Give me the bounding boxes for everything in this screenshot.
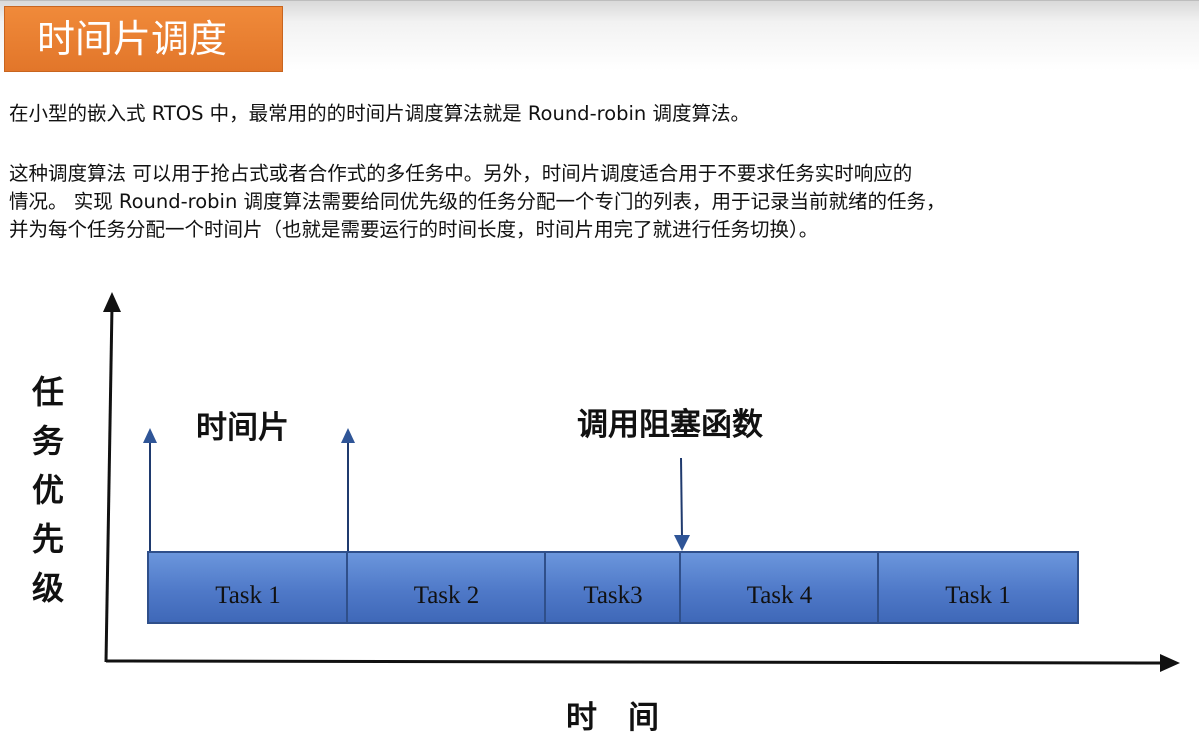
y-axis-char: 务 xyxy=(31,422,64,460)
slide-title: 时间片调度 xyxy=(4,6,283,72)
body-line-3: 并为每个任务分配一个时间片（也就是需要运行的时间长度，时间片用完了就进行任务切换… xyxy=(9,218,819,241)
y-axis-char: 任 xyxy=(31,373,64,411)
task-block-2: Task 2 xyxy=(346,551,547,624)
y-axis-label: 任 务 优 先 级 xyxy=(28,368,68,613)
y-axis-arrowhead xyxy=(103,292,121,312)
y-axis-char: 先 xyxy=(31,520,64,558)
y-axis-char: 优 xyxy=(31,471,64,509)
time-slice-arrowhead-1 xyxy=(143,428,157,443)
task-block-5: Task 1 xyxy=(877,551,1079,624)
body-line-1: 这种调度算法 可以用于抢占式或者合作式的多任务中。另外，时间片调度适合用于不要求… xyxy=(9,162,913,185)
y-axis-line xyxy=(104,305,114,663)
x-axis-line xyxy=(105,659,1164,665)
task-block-3: Task3 xyxy=(544,551,682,624)
blocking-call-arrowhead xyxy=(674,535,690,551)
time-slice-label: 时间片 xyxy=(196,410,289,446)
intro-paragraph: 在小型的嵌入式 RTOS 中，最常用的的时间片调度算法就是 Round-robi… xyxy=(9,102,750,125)
blocking-call-arrow xyxy=(680,457,683,539)
x-axis-arrowhead xyxy=(1160,654,1180,672)
x-axis-label: 时 间 xyxy=(566,700,659,736)
time-slice-arrowhead-2 xyxy=(341,428,355,443)
body-line-2: 情况。 实现 Round-robin 调度算法需要给同优先级的任务分配一个专门的… xyxy=(9,190,946,213)
y-axis-char: 级 xyxy=(31,569,64,607)
task-block-1: Task 1 xyxy=(147,551,349,624)
task-block-4: Task 4 xyxy=(679,551,880,624)
blocking-call-label: 调用阻塞函数 xyxy=(577,407,763,443)
